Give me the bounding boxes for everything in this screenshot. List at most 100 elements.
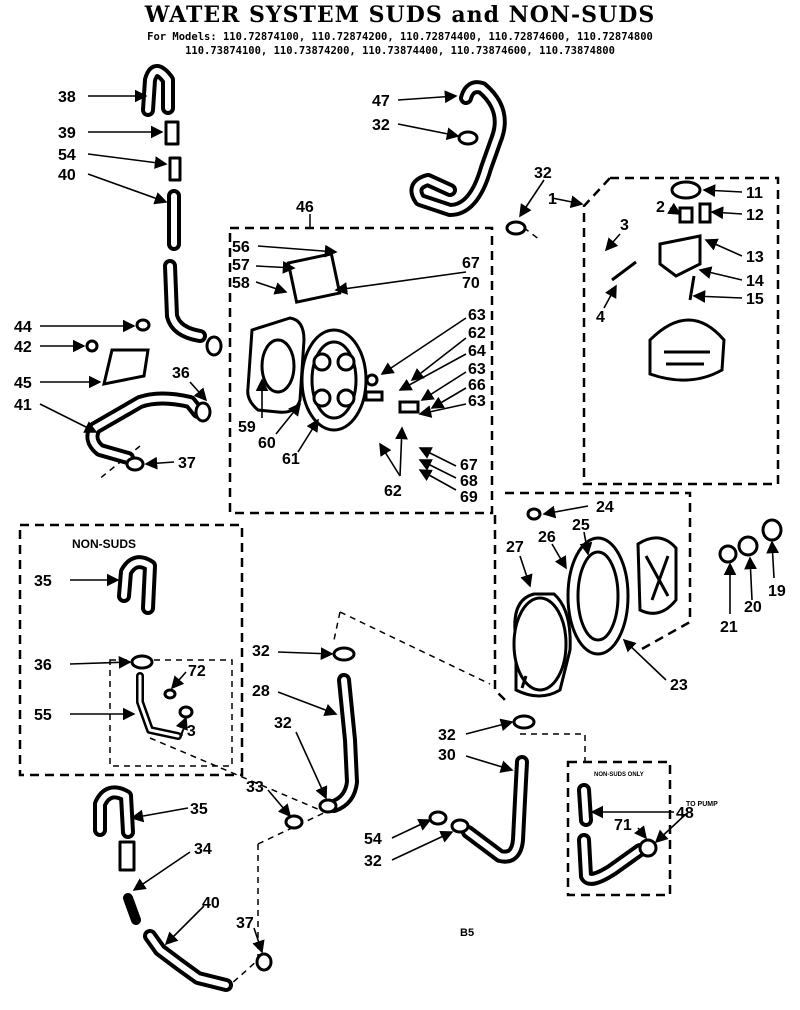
callout-30: 30 (438, 747, 456, 764)
callout-32-bottom: 32 (364, 853, 382, 870)
callout-58: 58 (232, 275, 250, 292)
pump-assembly-23 (512, 536, 678, 698)
non-suds-box (18, 523, 244, 777)
callout-42: 42 (14, 339, 32, 356)
callout-44: 44 (14, 319, 32, 336)
callout-40: 40 (58, 167, 76, 184)
callout-12: 12 (746, 207, 764, 224)
connector-71 (638, 838, 658, 858)
callout-36-non-suds: 36 (34, 657, 52, 674)
model-list: For Models: 110.72874100, 110.72874200, … (0, 30, 800, 58)
callout-46: 46 (296, 199, 314, 216)
callout-37: 37 (178, 455, 196, 472)
callout-63-c: 63 (468, 393, 486, 410)
callout-13: 13 (746, 249, 764, 266)
sleeve-39 (164, 120, 180, 146)
valve-assembly-46 (246, 252, 420, 432)
hose-48 (577, 783, 647, 886)
callout-63-a: 63 (468, 307, 486, 324)
pump-mechanism-1 (611, 180, 726, 382)
connector-54b (428, 810, 448, 826)
callout-3: 3 (620, 217, 629, 234)
callout-57: 57 (232, 257, 250, 274)
callout-54: 54 (58, 147, 76, 164)
callout-32-mid: 32 (252, 643, 270, 660)
callout-25: 25 (572, 517, 590, 534)
callout-71: 71 (614, 817, 632, 834)
model-list-line-1: For Models: 110.72874100, 110.72874200, … (147, 31, 653, 43)
screw-42 (85, 339, 99, 353)
connector-54 (168, 156, 182, 182)
callout-20: 20 (744, 599, 762, 616)
callout-40-bottom: 40 (202, 895, 220, 912)
part-73 (178, 705, 194, 719)
callout-59: 59 (238, 419, 256, 436)
non-suds-only-label: NON-SUDS ONLY (594, 772, 644, 778)
callout-27: 27 (506, 539, 524, 556)
callout-66: 66 (468, 377, 486, 394)
clamp-36b (194, 401, 212, 423)
hose-47 (409, 80, 507, 217)
callout-1: 1 (548, 191, 557, 208)
page-code: B5 (460, 927, 474, 939)
callout-32-lower: 32 (274, 715, 292, 732)
callout-32-top: 32 (372, 117, 390, 134)
clamp-32-top (457, 130, 479, 146)
callout-48: 48 (676, 805, 694, 822)
clamp-37 (125, 456, 145, 472)
to-pump-label: TO PUMP (686, 801, 718, 808)
callout-73: 73 (178, 723, 196, 740)
clamp-32-a (332, 646, 356, 662)
callout-21: 21 (720, 619, 738, 636)
callout-60: 60 (258, 435, 276, 452)
callout-36: 36 (172, 365, 190, 382)
callout-64: 64 (468, 343, 486, 360)
washer-20 (737, 535, 759, 557)
callout-61: 61 (282, 451, 300, 468)
hose-40-bottom (143, 929, 233, 992)
hose-30 (461, 755, 529, 864)
callout-32-pump: 32 (438, 727, 456, 744)
part-72 (163, 688, 177, 700)
callout-56: 56 (232, 239, 250, 256)
callout-15: 15 (746, 291, 764, 308)
washer-21 (718, 544, 738, 564)
callout-11: 11 (746, 185, 763, 202)
callout-33: 33 (246, 779, 264, 796)
callout-24: 24 (596, 499, 614, 516)
hose-41 (85, 391, 205, 465)
callout-67-bottom: 67 (460, 457, 478, 474)
clamp-36 (205, 335, 223, 357)
callout-35-bottom: 35 (190, 801, 208, 818)
diagram-title: WATER SYSTEM SUDS and NON-SUDS (144, 2, 656, 28)
bracket-45 (102, 348, 150, 386)
non-suds-label: NON-SUDS (72, 537, 136, 551)
group-23-box (493, 491, 692, 701)
callout-23: 23 (670, 677, 688, 694)
callout-2: 2 (656, 199, 665, 216)
callout-14: 14 (746, 273, 764, 290)
clamp-32-c (512, 714, 536, 730)
clamp-32-b (318, 798, 338, 814)
callout-70: 70 (462, 275, 480, 292)
callout-69: 69 (460, 489, 478, 506)
callout-54-bottom: 54 (364, 831, 382, 848)
screw-24 (526, 507, 542, 521)
callout-47: 47 (372, 93, 390, 110)
model-list-line-2: 110.73874100, 110.73874200, 110.73874400… (185, 45, 615, 57)
callout-28: 28 (252, 683, 270, 700)
screw-44 (135, 318, 151, 332)
callout-67-top: 67 (462, 255, 480, 272)
callout-4: 4 (596, 309, 605, 326)
callout-55: 55 (34, 707, 52, 724)
callout-37-bottom: 37 (236, 915, 254, 932)
callout-62-b: 62 (384, 483, 402, 500)
tube-55 (136, 672, 182, 740)
callout-19: 19 (768, 583, 786, 600)
callout-34: 34 (194, 841, 212, 858)
callout-72: 72 (188, 663, 206, 680)
non-suds-inner-box (109, 659, 233, 767)
callout-41: 41 (14, 397, 32, 414)
